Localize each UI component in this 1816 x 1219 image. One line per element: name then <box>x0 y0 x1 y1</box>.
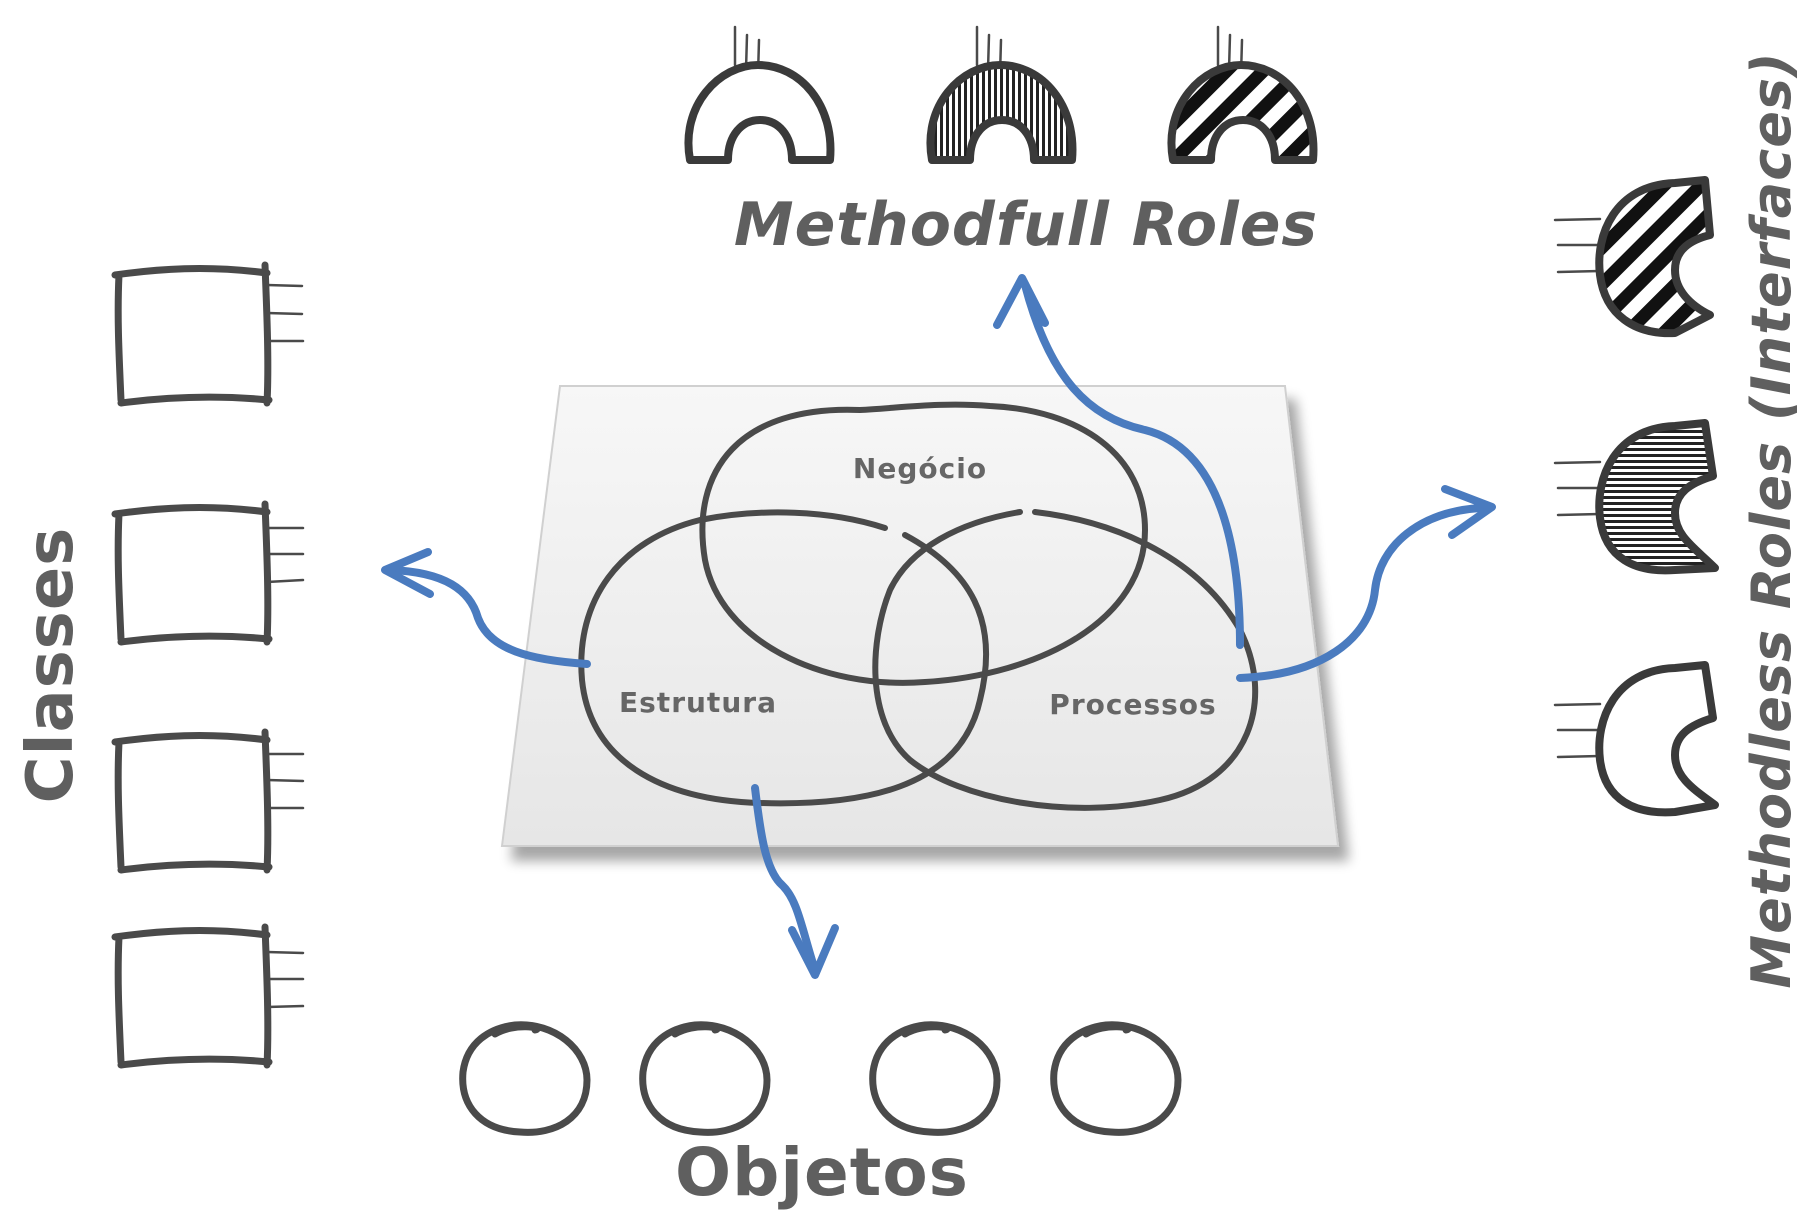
classes-group: Classes <box>14 261 305 1069</box>
arrow-head-methodless <box>1441 485 1496 539</box>
label-classes: Classes <box>14 527 88 804</box>
role-arch-icon <box>1167 25 1318 164</box>
interface-c-icon <box>1553 419 1719 575</box>
arrow-to-methodless-roles <box>1236 504 1484 682</box>
venn-circle-processos <box>872 509 1259 811</box>
arrow-head-classes <box>381 548 434 598</box>
class-box-icon <box>111 500 305 646</box>
class-box-icon <box>111 923 305 1069</box>
arrow-to-objetos <box>751 784 819 974</box>
role-arch-icon <box>926 25 1077 164</box>
arrow-head-methodfull <box>993 274 1049 329</box>
venn-circle-negocio <box>699 401 1148 686</box>
arrow-to-methodfull-roles <box>1021 281 1244 649</box>
arrows <box>381 274 1496 979</box>
role-arch-icon <box>684 25 835 164</box>
interface-c-icon <box>1553 176 1714 338</box>
label-methodless-roles: Methodless Roles (Interfaces) <box>1740 51 1803 988</box>
venn-circle-estrutura <box>578 509 990 807</box>
object-circle-icon <box>869 1021 1001 1136</box>
venn-label-negocio: Negócio <box>853 452 987 485</box>
object-circle-icon <box>639 1021 771 1136</box>
label-objetos: Objetos <box>675 1134 969 1211</box>
venn-diagram: Negócio Estrutura Processos <box>578 401 1259 811</box>
label-methodfull-roles: Methodfull Roles <box>734 190 1318 260</box>
interface-c-icon <box>1553 661 1719 817</box>
venn-sheet <box>500 385 1340 847</box>
class-box-icon <box>111 728 305 874</box>
arrow-to-classes <box>386 566 591 668</box>
objetos-group: Objetos <box>459 1021 1182 1211</box>
object-circle-icon <box>1050 1021 1182 1136</box>
venn-label-estrutura: Estrutura <box>619 686 777 719</box>
object-circle-icon <box>459 1021 591 1136</box>
methodfull-roles-group: Methodfull Roles <box>684 25 1318 260</box>
venn-label-processos: Processos <box>1049 688 1216 721</box>
class-box-icon <box>111 261 305 407</box>
arrow-head-objetos <box>788 924 839 979</box>
methodless-roles-group: Methodless Roles (Interfaces) <box>1553 51 1803 989</box>
